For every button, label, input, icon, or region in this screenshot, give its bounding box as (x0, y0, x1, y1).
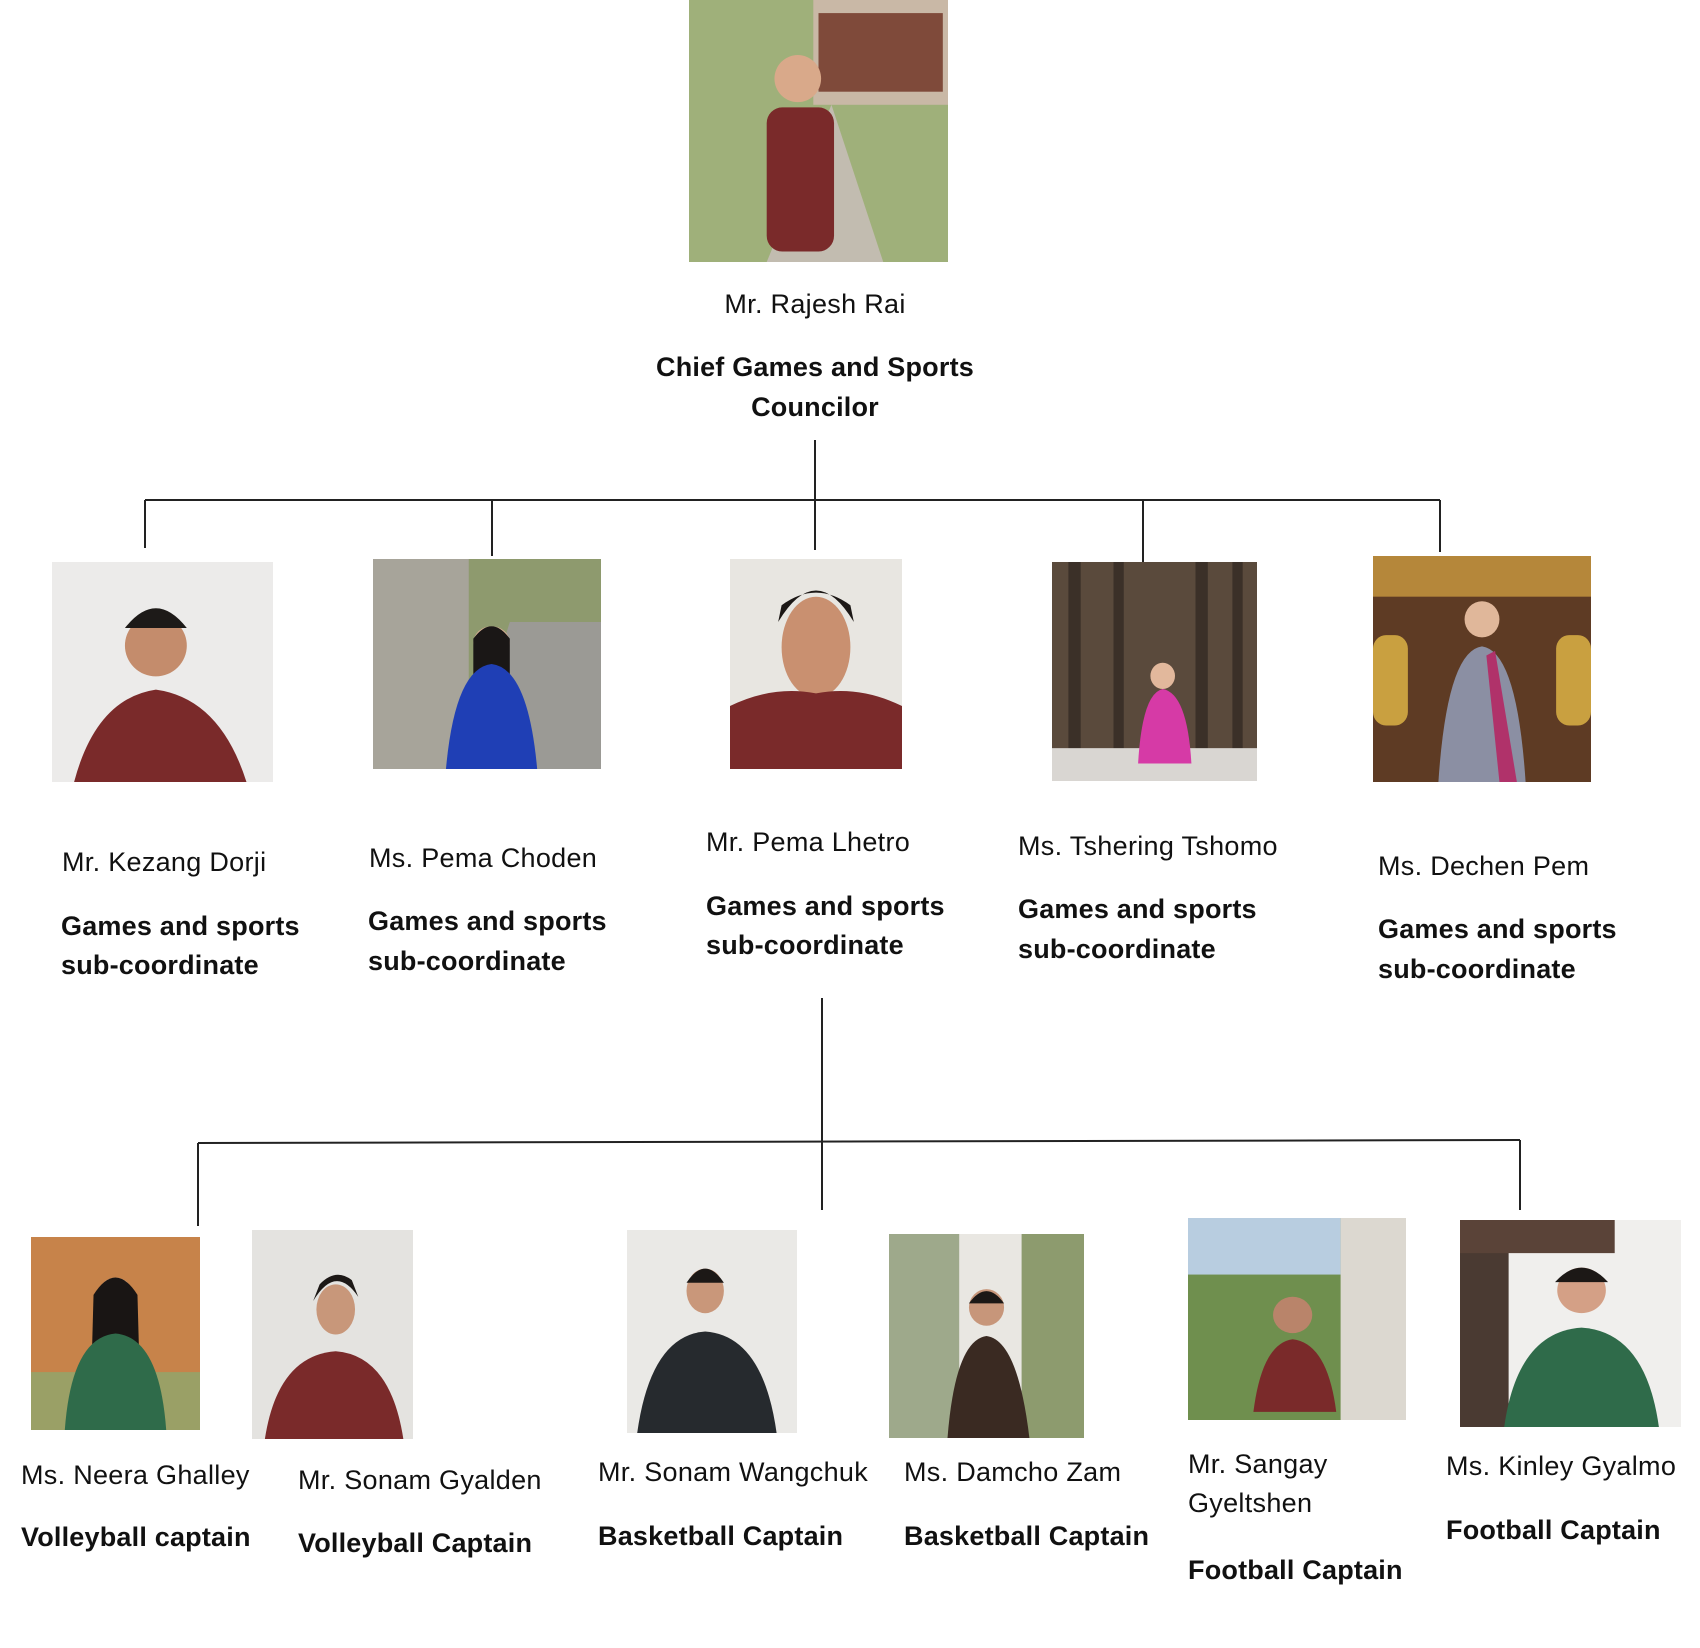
chief-photo (689, 0, 948, 262)
captain-photo-3 (627, 1230, 797, 1433)
subcoordinate-role1-3: Games and sports (706, 891, 945, 921)
captain-photo-5 (1188, 1218, 1406, 1420)
subcoordinate-role1-2: Games and sports (368, 906, 607, 936)
captain-role-2: Volleyball Captain (298, 1528, 533, 1558)
subcoordinate-photo-4 (1052, 562, 1257, 781)
subcoordinate-role2-1: sub-coordinate (61, 950, 259, 980)
person-photo-icon (252, 1230, 413, 1439)
subcoordinate-photo-3 (730, 559, 902, 769)
subcoordinate-name-5: Ms. Dechen Pem (1378, 851, 1590, 881)
subcoordinate-role2-5: sub-coordinate (1378, 954, 1576, 984)
chief-role-line1: Chief Games and Sports (656, 352, 974, 382)
subcoordinate-role2-4: sub-coordinate (1018, 934, 1216, 964)
person-photo-icon (1460, 1220, 1681, 1427)
subcoordinate-role1-4: Games and sports (1018, 894, 1257, 924)
subcoordinate-role2-3: sub-coordinate (706, 930, 904, 960)
captain-name-5-line1: Mr. Sangay (1188, 1449, 1328, 1479)
captain-role-5: Football Captain (1188, 1555, 1403, 1585)
subcoordinate-name-1: Mr. Kezang Dorji (62, 847, 267, 877)
captain-photo-6 (1460, 1220, 1681, 1427)
captain-role-6: Football Captain (1446, 1515, 1661, 1545)
subcoordinate-role1-1: Games and sports (61, 911, 300, 941)
captain-horizontal-line (197, 1139, 1521, 1144)
person-photo-icon (31, 1237, 200, 1430)
captain-photo-2 (252, 1230, 413, 1439)
person-photo-icon (1052, 562, 1257, 781)
chief-name: Mr. Rajesh Rai (724, 289, 906, 319)
subcoordinate-photo-5 (1373, 556, 1591, 782)
person-photo-icon (373, 559, 601, 769)
subcoordinate-photo-1 (52, 562, 273, 782)
subcoordinate-role1-5: Games and sports (1378, 914, 1617, 944)
captain-name-6: Ms. Kinley Gyalmo (1446, 1451, 1677, 1481)
captain-photo-1 (31, 1237, 200, 1430)
person-photo-icon (689, 0, 948, 262)
subcoordinate-name-4: Ms. Tshering Tshomo (1018, 831, 1278, 861)
subcoordinate-name-2: Ms. Pema Choden (369, 843, 598, 873)
person-photo-icon (889, 1234, 1084, 1438)
captain-name-4: Ms. Damcho Zam (904, 1457, 1122, 1487)
subcoordinate-role2-2: sub-coordinate (368, 946, 566, 976)
captain-role-1: Volleyball captain (21, 1522, 251, 1552)
person-photo-icon (52, 562, 273, 782)
captain-name-5-line2: Gyeltshen (1188, 1488, 1313, 1518)
chief-role-line2: Councilor (751, 392, 879, 422)
captain-role-4: Basketball Captain (904, 1521, 1150, 1551)
captain-name-3: Mr. Sonam Wangchuk (598, 1457, 869, 1487)
subcoordinate-photo-2 (373, 559, 601, 769)
captain-name-2: Mr. Sonam Gyalden (298, 1465, 542, 1495)
subcoordinate-name-3: Mr. Pema Lhetro (706, 827, 911, 857)
captain-photo-4 (889, 1234, 1084, 1438)
person-photo-icon (1188, 1218, 1406, 1420)
person-photo-icon (627, 1230, 797, 1433)
captain-role-3: Basketball Captain (598, 1521, 844, 1551)
person-photo-icon (730, 559, 902, 769)
captain-name-1: Ms. Neera Ghalley (21, 1460, 250, 1490)
person-photo-icon (1373, 556, 1591, 782)
